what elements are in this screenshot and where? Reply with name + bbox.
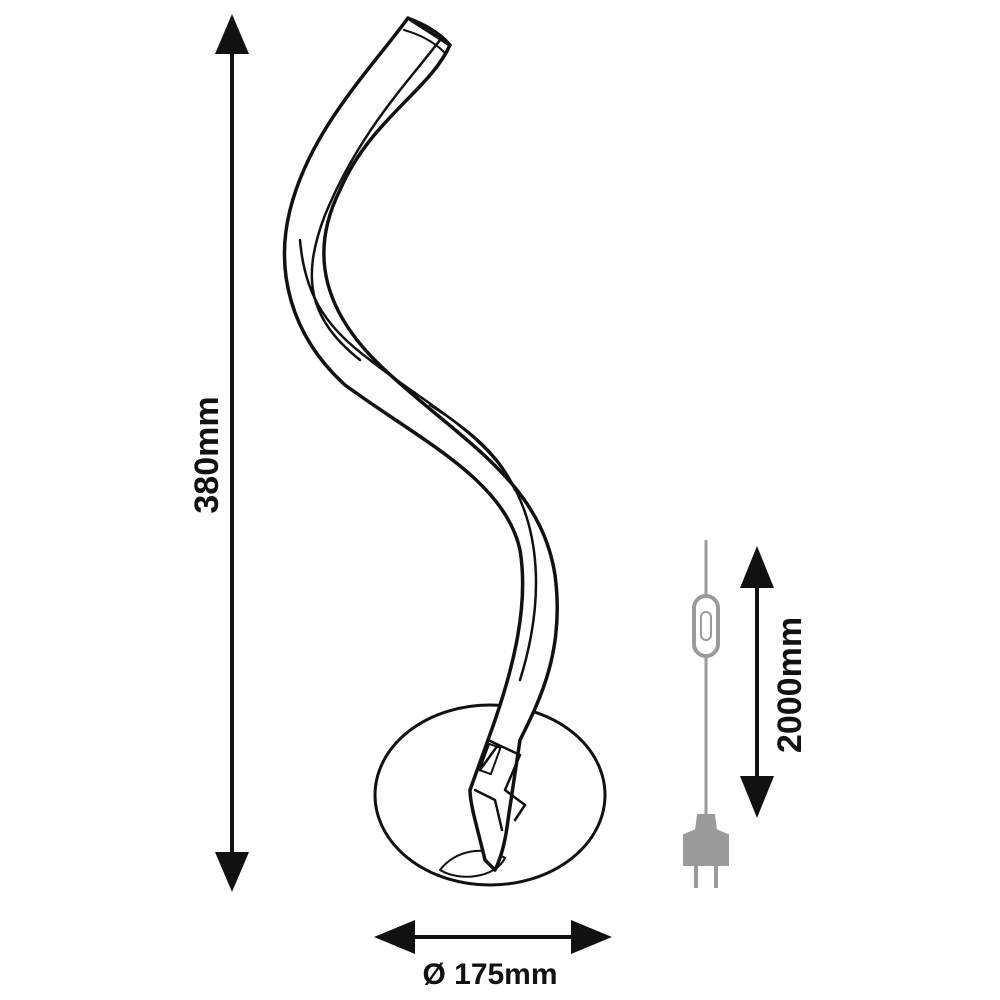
height-label: 380mm <box>188 396 226 514</box>
diameter-arrow-left <box>374 920 415 954</box>
diameter-arrow-right <box>571 920 612 954</box>
lamp-ribbon-inner-3 <box>428 403 517 492</box>
lamp-ribbon-outer <box>282 16 560 872</box>
inline-switch-icon <box>692 594 720 658</box>
lamp-ribbon-top-edge-2 <box>403 29 445 53</box>
cord-arrow-top <box>740 546 774 588</box>
height-dimension <box>215 14 249 892</box>
lamp-ribbon-inner <box>310 38 442 362</box>
power-cord <box>683 540 729 888</box>
height-arrow-top <box>215 14 249 54</box>
lamp-ribbon-lower-2 <box>473 743 504 832</box>
cord-dimension <box>740 546 774 818</box>
diameter-dimension <box>374 920 612 954</box>
cord-arrow-bottom <box>740 776 774 818</box>
lamp-body <box>282 16 607 887</box>
inline-switch-slot <box>700 611 712 641</box>
base-diameter-label: Ø 175mm <box>422 958 558 991</box>
lamp-ribbon-lower <box>486 738 527 822</box>
height-arrow-bottom <box>215 852 249 892</box>
lamp-switch <box>478 742 502 776</box>
base-detail <box>439 849 506 878</box>
cord-length-label: 2000mm <box>771 616 809 754</box>
lamp-ribbon-top-edge <box>406 16 452 47</box>
plug-icon <box>683 814 729 866</box>
